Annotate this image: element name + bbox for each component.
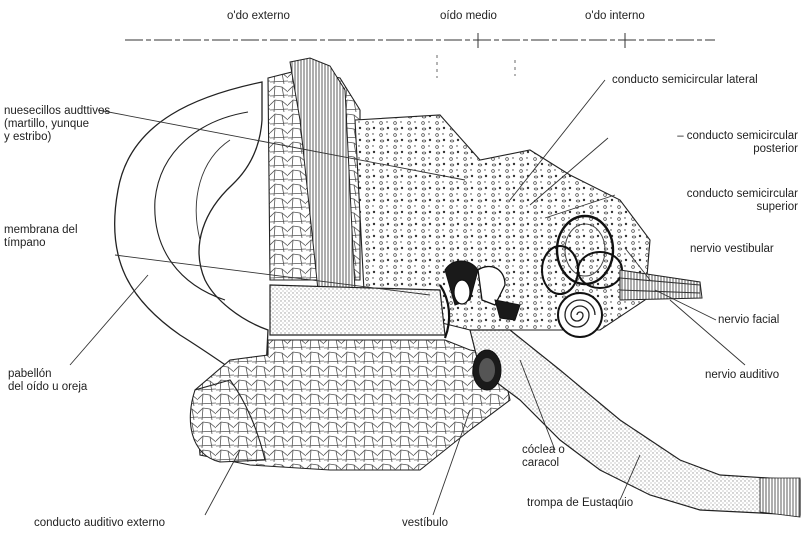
region-divider	[125, 33, 715, 78]
cochlea-label: cóclea o caracol	[522, 444, 565, 470]
region-middle-label: oído medio	[440, 10, 497, 23]
auditory-nerve-label: nervio auditivo	[705, 369, 779, 382]
eardrum-label: membrana del tímpano	[4, 224, 78, 250]
lateral-canal-label: conducto semicircular lateral	[612, 74, 758, 87]
region-outer-label: o'do externo	[227, 10, 290, 23]
pinna-label: pabellón del oído u oreja	[8, 368, 87, 394]
nerve-bundle	[620, 270, 702, 300]
vestibular-nerve-label: nervio vestibular	[690, 243, 774, 256]
ear-canal	[270, 285, 445, 335]
ossicles-label: nuesecillos audttivos (martillo, yunque …	[4, 105, 110, 144]
superior-canal-label: conducto semicircular superior	[618, 188, 798, 214]
cochlea-shape	[558, 293, 602, 337]
vestibule-label: vestíbulo	[402, 517, 448, 530]
eustachian-label: trompa de Eustaquio	[527, 497, 633, 510]
eustachian-tube	[470, 330, 800, 515]
region-inner-label: o'do interno	[585, 10, 645, 23]
posterior-canal-label: – conducto semicircular posterior	[618, 130, 798, 156]
canal-label: conducto auditivo externo	[34, 517, 165, 530]
facial-nerve-label: nervio facial	[718, 314, 779, 327]
